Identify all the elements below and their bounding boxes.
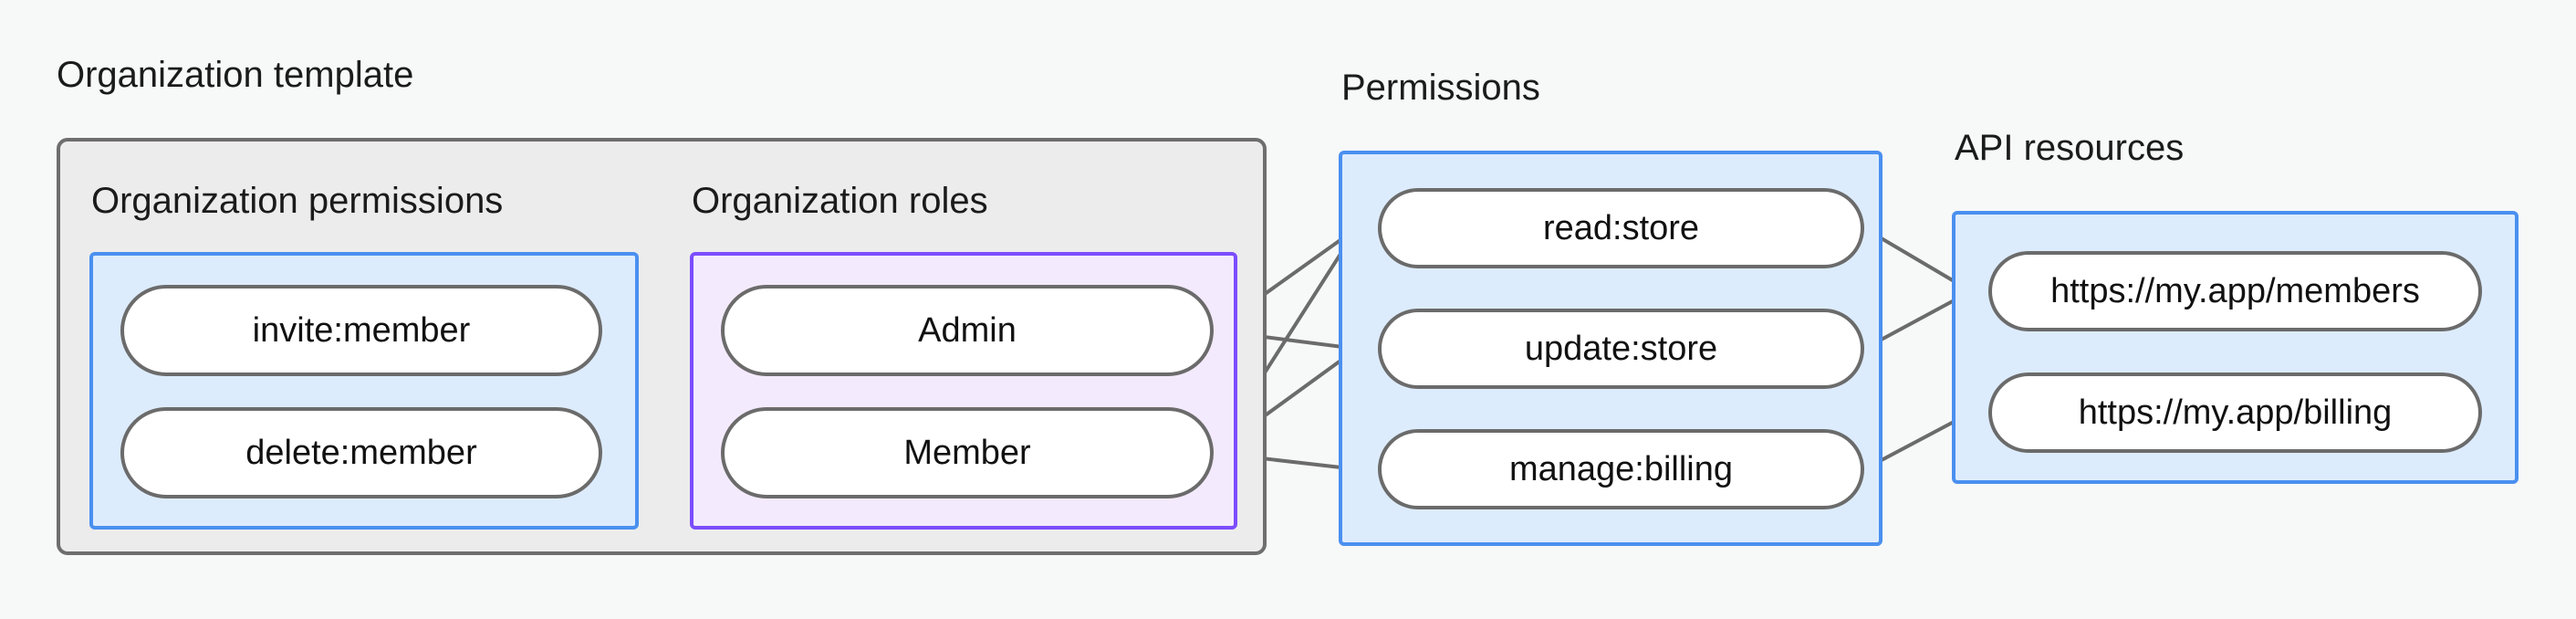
node-read-store[interactable]: read:store xyxy=(1378,188,1864,268)
node-api-resource-billing[interactable]: https://my.app/billing xyxy=(1988,372,2482,453)
node-delete-member[interactable]: delete:member xyxy=(120,407,602,498)
node-update-store[interactable]: update:store xyxy=(1378,309,1864,389)
organization-permissions-label: Organization permissions xyxy=(91,181,504,221)
node-invite-member-label: invite:member xyxy=(252,310,471,350)
permissions-label: Permissions xyxy=(1341,68,1540,108)
node-manage-billing[interactable]: manage:billing xyxy=(1378,429,1864,509)
organization-template-label: Organization template xyxy=(57,55,414,95)
node-delete-member-label: delete:member xyxy=(245,433,477,472)
node-api-resource-members-label: https://my.app/members xyxy=(2050,271,2420,310)
node-role-admin-label: Admin xyxy=(918,310,1017,350)
node-role-admin[interactable]: Admin xyxy=(721,285,1214,376)
organization-roles-label: Organization roles xyxy=(692,181,988,221)
node-role-member-label: Member xyxy=(903,433,1031,472)
node-read-store-label: read:store xyxy=(1542,208,1700,247)
node-api-resource-billing-label: https://my.app/billing xyxy=(2078,393,2393,432)
node-api-resource-members[interactable]: https://my.app/members xyxy=(1988,251,2482,331)
node-invite-member[interactable]: invite:member xyxy=(120,285,602,376)
node-update-store-label: update:store xyxy=(1524,329,1718,368)
node-manage-billing-label: manage:billing xyxy=(1508,449,1734,488)
node-role-member[interactable]: Member xyxy=(721,407,1214,498)
api-resources-label: API resources xyxy=(1955,128,2185,168)
